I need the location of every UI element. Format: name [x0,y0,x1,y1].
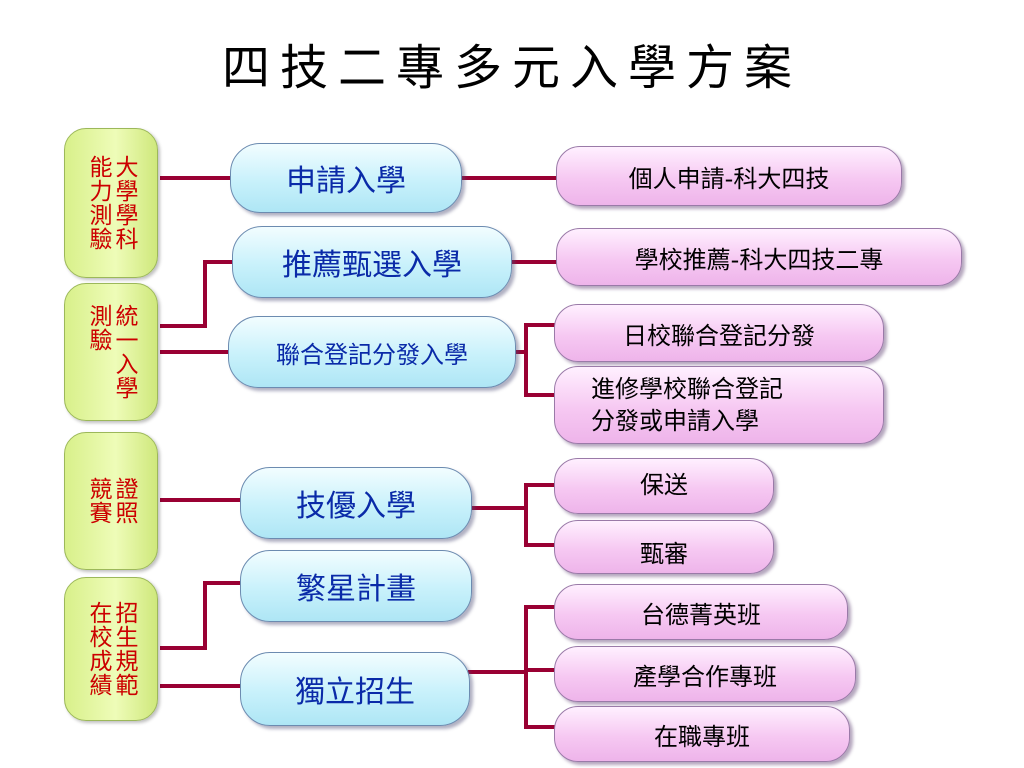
outcome-label: 保送 [640,471,688,499]
outcome-personal-application: 個人申請-科大四技 [556,146,902,206]
channel-label: 聯合登記分發入學 [276,340,468,369]
source-box-unified-exam: 統一入學 測驗 [64,283,158,421]
source-box-license-contest: 證照 競賽 [64,432,158,570]
source-box-school-grades: 招生規範 在校成績 [64,577,158,721]
outcome-industry-academia-class: 產學合作專班 [554,646,856,702]
page-title: 四技二專多元入學方案 [221,40,802,96]
outcome-in-service-class: 在職專班 [554,706,850,762]
connector-source2-recommend [160,260,234,328]
source-label: 統一入學 測驗 [85,304,137,400]
source-label: 大學學科 能力測驗 [85,155,137,251]
channel-label: 技優入學 [296,489,416,524]
outcome-day-school-allocation: 日校聯合登記分發 [554,304,884,362]
outcome-label: 個人申請-科大四技 [628,164,830,193]
outcome-label: 產學合作專班 [633,662,777,691]
channel-recommendation: 推薦甄選入學 [232,226,512,298]
outcome-label: 在職專班 [654,722,750,751]
channel-independent: 獨立招生 [240,652,470,726]
source-label: 證照 競賽 [85,477,137,525]
channel-star-program: 繁星計畫 [240,550,472,622]
channel-label: 繁星計畫 [296,572,416,607]
outcome-label: 台德菁英班 [641,600,761,629]
connector-joint-bracket [524,323,555,397]
channel-application: 申請入學 [230,143,462,213]
outcome-label: 日校聯合登記分發 [623,321,815,350]
connector-skill-bracket [524,483,555,547]
source-label: 招生規範 在校成績 [85,601,137,697]
outcome-school-recommendation: 學校推薦-科大四技二專 [556,228,962,286]
outcome-screening: 甄審 [554,520,774,574]
connector-source4-star [160,581,242,650]
outcome-german-elite-class: 台德菁英班 [554,584,848,640]
outcome-label: 進修學校聯合登記 分發或申請入學 [591,375,783,435]
outcome-guaranteed-admission: 保送 [554,458,774,514]
source-box-gsat: 大學學科 能力測驗 [64,128,158,278]
channel-label: 申請入學 [286,164,406,199]
outcome-label: 學校推薦-科大四技二專 [634,245,884,274]
outcome-label: 甄審 [640,540,688,568]
channel-joint-allocation: 聯合登記分發入學 [228,316,516,388]
connector-independent-bracket [524,605,555,729]
channel-label: 推薦甄選入學 [282,248,462,283]
outcome-night-school-allocation: 進修學校聯合登記 分發或申請入學 [554,366,884,444]
channel-label: 獨立招生 [295,675,415,710]
channel-skill-excellence: 技優入學 [240,467,472,539]
